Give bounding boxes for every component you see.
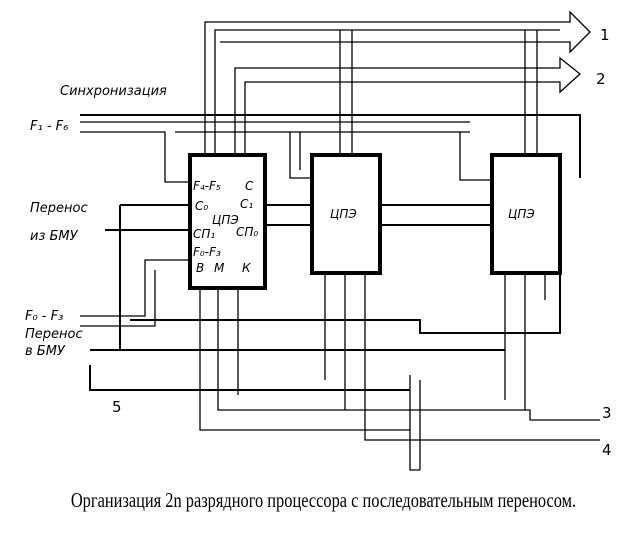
carry-in-label-2: из БМУ <box>30 229 79 244</box>
sync-line <box>80 114 581 178</box>
carry-out-label-2: в БМУ <box>25 344 66 359</box>
block1-c: C <box>245 179 254 193</box>
f1-f6-bus <box>80 121 470 183</box>
cpe-block-3 <box>490 153 562 275</box>
output-bus-1 <box>204 10 591 155</box>
f0-f3-label: F₀ - F₃ <box>25 309 63 324</box>
carry-in-label-1: Перенос <box>30 201 88 216</box>
block1-sp0: СП₀ <box>236 225 258 239</box>
f1-f6-label: F₁ - F₆ <box>30 119 68 134</box>
sync-label: Синхронизация <box>60 84 167 99</box>
block1-title: ЦПЭ <box>212 213 239 227</box>
caption: Организация 2n разрядного процессора с п… <box>70 488 577 512</box>
output-bus-2 <box>234 56 582 155</box>
carry-out-label-1: Перенос <box>25 327 83 342</box>
control-lines <box>199 273 600 441</box>
block1-c0: C₀ <box>195 199 208 213</box>
block1-k: К <box>242 261 251 275</box>
block1-sp1: СП₁ <box>193 227 215 241</box>
label-2: 2 <box>596 70 606 88</box>
carry-in-line <box>105 204 190 350</box>
label-3: 3 <box>602 404 612 422</box>
block2-title: ЦПЭ <box>330 207 357 221</box>
label-5: 5 <box>112 398 122 416</box>
block1-f0f3: F₀-F₃ <box>193 245 221 259</box>
block3-title: ЦПЭ <box>508 207 535 221</box>
label-4: 4 <box>602 441 612 459</box>
carry-links <box>265 204 492 226</box>
cpe-block-2 <box>310 153 382 275</box>
block1-m: М <box>214 261 225 275</box>
cpe-block-1 <box>188 153 267 290</box>
f0-f3-bus <box>80 259 190 327</box>
lower-buses <box>89 210 561 391</box>
block1-v: В <box>196 261 204 275</box>
bus-3-4 <box>409 375 421 471</box>
block1-f4f5: F₄-F₅ <box>193 179 221 193</box>
label-1: 1 <box>600 26 610 44</box>
block1-c1: C₁ <box>240 197 253 211</box>
